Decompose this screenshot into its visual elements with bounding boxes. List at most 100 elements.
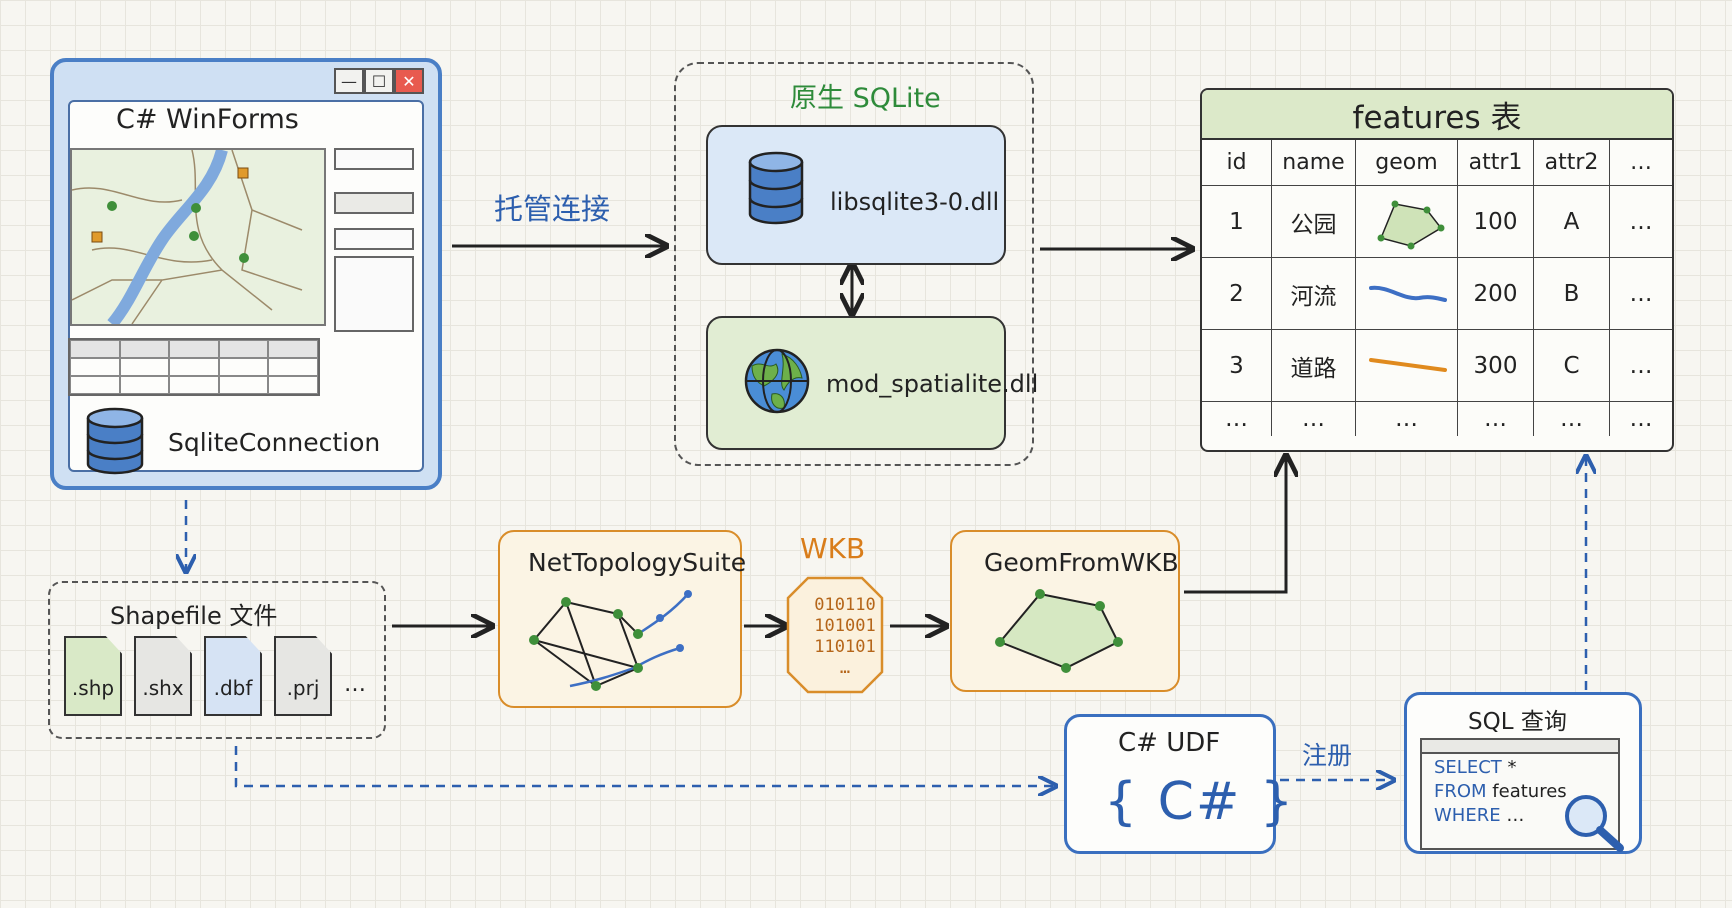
cell-more: … xyxy=(1610,258,1672,330)
managed-connection-label: 托管连接 xyxy=(494,192,611,226)
udf-title: C# UDF xyxy=(1118,728,1221,758)
sql-query-title: SQL 查询 xyxy=(1468,709,1567,735)
minimize-button[interactable]: — xyxy=(334,68,364,94)
shp-file-icon: .shp xyxy=(64,636,122,716)
wkb-bits-line: 101001 xyxy=(814,616,876,636)
road-line-icon xyxy=(1368,357,1447,372)
sqlite-connection-label: SqliteConnection xyxy=(168,428,381,457)
wkb-bits-line: … xyxy=(839,658,851,678)
form-controls-panel xyxy=(334,148,422,332)
column-header: name xyxy=(1272,140,1356,186)
polygon-geometry-icon xyxy=(990,584,1140,678)
nts-label: NetTopologySuite xyxy=(528,548,747,577)
cell-id: 3 xyxy=(1202,330,1272,402)
prj-file-icon: .prj xyxy=(274,636,332,716)
native-sqlite-title: 原生 SQLite xyxy=(790,83,941,114)
spatialite-dll-label: mod_spatialite.dll xyxy=(826,370,1039,398)
ellipsis-cell: … xyxy=(1272,402,1356,436)
cell-geom xyxy=(1356,186,1458,258)
window-controls: — ☐ ✕ xyxy=(334,68,424,94)
column-header: geom xyxy=(1356,140,1458,186)
table-row-ellipsis: … … … … … … xyxy=(1202,402,1672,436)
wkb-bits-line: 010110 xyxy=(814,595,876,615)
sql-keyword: FROM xyxy=(1434,781,1487,802)
sql-text: * xyxy=(1501,757,1517,778)
cell-attr1: 300 xyxy=(1458,330,1534,402)
data-grid[interactable] xyxy=(68,338,320,396)
form-combobox[interactable] xyxy=(334,228,414,250)
polygon-geometry-icon xyxy=(1377,200,1444,249)
table-header-row: id name geom attr1 attr2 … xyxy=(1202,140,1672,186)
river-line-icon xyxy=(1368,285,1447,302)
shapefile-group xyxy=(48,581,386,739)
window-title: C# WinForms xyxy=(116,104,299,135)
ellipsis-cell: … xyxy=(1356,402,1458,436)
native-sqlite-group xyxy=(674,62,1034,466)
database-icon xyxy=(746,150,806,232)
geomfromwkb-label: GeomFromWKB xyxy=(984,548,1179,577)
register-label: 注册 xyxy=(1302,741,1353,770)
csharp-udf-block xyxy=(1064,714,1276,854)
cell-attr2: B xyxy=(1534,258,1610,330)
sql-text: … xyxy=(1500,805,1525,826)
shapefile-title: Shapefile 文件 xyxy=(110,602,278,630)
form-button[interactable] xyxy=(334,148,414,170)
magnifier-icon xyxy=(1560,790,1628,858)
topology-graph-icon xyxy=(520,584,720,698)
features-table-title: features 表 xyxy=(1202,90,1672,140)
arrow-shapefile-to-udf xyxy=(234,746,1054,786)
cell-name: 公园 xyxy=(1272,186,1356,258)
shx-file-icon: .shx xyxy=(134,636,192,716)
sql-line: SELECT * xyxy=(1434,756,1567,780)
form-textbox[interactable] xyxy=(334,192,414,214)
sql-text: features xyxy=(1486,781,1567,802)
ellipsis-cell: … xyxy=(1629,406,1653,432)
table-row: 1 公园 100 A … xyxy=(1202,186,1672,258)
column-header: id xyxy=(1202,140,1272,186)
cell-name: 河流 xyxy=(1272,258,1356,330)
features-table: features 表 id name geom attr1 attr2 … 1 … xyxy=(1200,88,1674,452)
table-row: 3 道路 300 C … xyxy=(1202,330,1672,402)
sql-line: WHERE … xyxy=(1434,804,1567,828)
column-header: attr2 xyxy=(1534,140,1610,186)
cell-name: 道路 xyxy=(1272,330,1356,402)
ellipsis-cell: … xyxy=(1534,402,1610,436)
table-row: 2 河流 200 B … xyxy=(1202,258,1672,330)
cell-attr1: 200 xyxy=(1458,258,1534,330)
csharp-braces-icon: { C# } xyxy=(1104,772,1296,832)
wkb-title: WKB xyxy=(800,532,866,565)
sql-code: SELECT * FROM features WHERE … xyxy=(1434,756,1567,828)
cell-more: … xyxy=(1610,186,1672,258)
cell-attr2: C xyxy=(1534,330,1610,402)
cell-id: 1 xyxy=(1202,186,1272,258)
column-header: … xyxy=(1610,140,1672,186)
cell-attr2: A xyxy=(1534,186,1610,258)
maximize-button[interactable]: ☐ xyxy=(364,68,394,94)
wkb-chip-shape xyxy=(786,576,884,698)
cell-geom xyxy=(1356,330,1458,402)
libsqlite-dll-label: libsqlite3-0.dll xyxy=(830,188,1000,216)
arrow-geomfromwkb-to-features xyxy=(1184,458,1286,594)
sql-keyword: SELECT xyxy=(1434,757,1502,778)
close-button[interactable]: ✕ xyxy=(394,68,424,94)
more-files-ellipsis: … xyxy=(344,672,366,697)
database-icon xyxy=(84,406,146,480)
sql-line: FROM features xyxy=(1434,780,1567,804)
cell-more: … xyxy=(1610,330,1672,402)
cell-attr1: 100 xyxy=(1458,186,1534,258)
wkb-bits-line: 110101 xyxy=(814,637,876,657)
ellipsis-cell: … xyxy=(1202,402,1272,436)
dbf-file-icon: .dbf xyxy=(204,636,262,716)
ellipsis-cell: … xyxy=(1458,402,1534,436)
sql-keyword: WHERE xyxy=(1434,805,1501,826)
sql-editor-titlebar xyxy=(1422,740,1618,754)
wkb-bits: 010110 101001 110101 … xyxy=(800,595,890,679)
column-header: attr1 xyxy=(1458,140,1534,186)
map-preview xyxy=(70,148,326,326)
cell-geom xyxy=(1356,258,1458,330)
form-listbox[interactable] xyxy=(334,256,414,332)
cell-id: 2 xyxy=(1202,258,1272,330)
map-illustration xyxy=(72,150,303,324)
globe-icon xyxy=(742,346,812,420)
